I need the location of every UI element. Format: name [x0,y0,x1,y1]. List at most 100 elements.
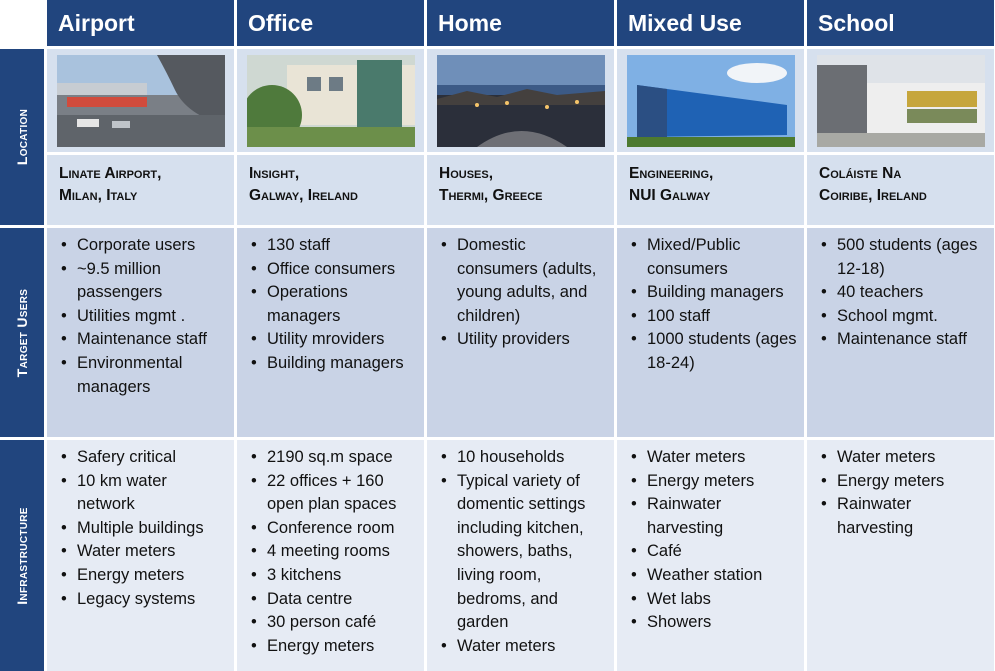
location-name-line2: Galway, Ireland [249,187,358,204]
row-label-target-users-text: Target Users [14,288,31,377]
list-item: Energy meters [631,470,798,494]
row-label-target-users: Target Users [0,228,44,437]
list-item: 3 kitchens [251,564,418,588]
school-photo [816,54,985,147]
home-photo [436,54,605,147]
users-list: Mixed/Public consumersBuilding managers1… [627,234,798,376]
list-item: Typical variety of domentic settings inc… [441,470,608,635]
list-item: Data centre [251,588,418,612]
row-label-location-text: Location [14,108,31,166]
location-name-line1: Engineering, [629,165,714,182]
list-item: Legacy systems [61,588,228,612]
infra-list: 10 householdsTypical variety of domentic… [437,446,608,658]
infra-cell-school: Water metersEnergy metersRainwater harve… [807,440,994,671]
column-header-office: Office [237,0,424,46]
list-item: Water meters [821,446,988,470]
list-item: Weather station [631,564,798,588]
row-label-infrastructure: Infrastructure [0,440,44,671]
location-name-line1: Houses, [439,165,494,182]
list-item: Building managers [251,352,418,376]
photo-cell-school [807,49,994,152]
list-item: Corporate users [61,234,228,258]
list-item: Office consumers [251,258,418,282]
list-item: Environmental managers [61,352,228,399]
users-list: Domestic consumers (adults, young adults… [437,234,608,352]
photo-cell-office [237,49,424,152]
infra-list: Water metersEnergy metersRainwater harve… [817,446,988,540]
photo-cell-mixed-use [617,49,804,152]
users-cell-airport: Corporate users~9.5 million passengersUt… [47,228,234,437]
list-item: Utilities mgmt . [61,305,228,329]
column-header-airport: Airport [47,0,234,46]
table-corner [0,0,44,46]
list-item: 40 teachers [821,281,988,305]
list-item: 100 staff [631,305,798,329]
list-item: Water meters [61,540,228,564]
list-item: Safery critical [61,446,228,470]
users-cell-school: 500 students (ages 12-18)40 teachersScho… [807,228,994,437]
list-item: 10 km water network [61,470,228,517]
airport-photo [56,54,225,147]
list-item: Energy meters [251,635,418,659]
list-item: 2190 sq.m space [251,446,418,470]
users-cell-home: Domestic consumers (adults, young adults… [427,228,614,437]
column-header-mixed-use: Mixed Use [617,0,804,46]
list-item: 130 staff [251,234,418,258]
location-name-line1: Linate Airport, [59,165,162,182]
photo-cell-home [427,49,614,152]
list-item: Water meters [631,446,798,470]
row-label-infrastructure-text: Infrastructure [14,506,30,605]
infra-cell-office: 2190 sq.m space22 offices + 160 open pla… [237,440,424,671]
list-item: Utility providers [441,328,608,352]
photo-cell-airport [47,49,234,152]
office-photo [246,54,415,147]
list-item: 10 households [441,446,608,470]
list-item: 22 offices + 160 open plan spaces [251,470,418,517]
location-name-line2: NUI Galway [629,187,711,204]
location-name-airport: Linate Airport, Milan, Italy [47,155,234,225]
list-item: 1000 students (ages 18-24) [631,328,798,375]
list-item: 500 students (ages 12-18) [821,234,988,281]
list-item: Showers [631,611,798,635]
users-cell-office: 130 staffOffice consumersOperations mana… [237,228,424,437]
list-item: Maintenance staff [821,328,988,352]
list-item: Rainwater harvesting [631,493,798,540]
location-name-line2: Coiribe, Ireland [819,187,927,204]
infra-cell-airport: Safery critical10 km water networkMultip… [47,440,234,671]
infra-cell-mixed-use: Water metersEnergy metersRainwater harve… [617,440,804,671]
users-list: 130 staffOffice consumersOperations mana… [247,234,418,376]
location-name-line1: Insight, [249,165,300,182]
location-name-home: Houses, Thermi, Greece [427,155,614,225]
location-name-line2: Milan, Italy [59,187,138,204]
list-item: Operations managers [251,281,418,328]
users-list: 500 students (ages 12-18)40 teachersScho… [817,234,988,352]
list-item: Domestic consumers (adults, young adults… [441,234,608,328]
list-item: Conference room [251,517,418,541]
mixed-use-photo [626,54,795,147]
infra-list: 2190 sq.m space22 offices + 160 open pla… [247,446,418,658]
list-item: School mgmt. [821,305,988,329]
location-name-office: Insight, Galway, Ireland [237,155,424,225]
list-item: Multiple buildings [61,517,228,541]
list-item: 4 meeting rooms [251,540,418,564]
list-item: ~9.5 million passengers [61,258,228,305]
list-item: Café [631,540,798,564]
location-name-line1: Coláiste Na [819,165,902,182]
infra-list: Water metersEnergy metersRainwater harve… [627,446,798,635]
location-name-line2: Thermi, Greece [439,187,543,204]
location-name-mixed-use: Engineering, NUI Galway [617,155,804,225]
users-cell-mixed-use: Mixed/Public consumersBuilding managers1… [617,228,804,437]
list-item: Energy meters [821,470,988,494]
infra-list: Safery critical10 km water networkMultip… [57,446,228,611]
list-item: Energy meters [61,564,228,588]
infra-cell-home: 10 householdsTypical variety of domentic… [427,440,614,671]
list-item: Rainwater harvesting [821,493,988,540]
list-item: Mixed/Public consumers [631,234,798,281]
column-header-school: School [807,0,994,46]
list-item: Wet labs [631,588,798,612]
row-label-location: Location [0,49,44,225]
list-item: Maintenance staff [61,328,228,352]
list-item: 30 person café [251,611,418,635]
column-header-home: Home [427,0,614,46]
